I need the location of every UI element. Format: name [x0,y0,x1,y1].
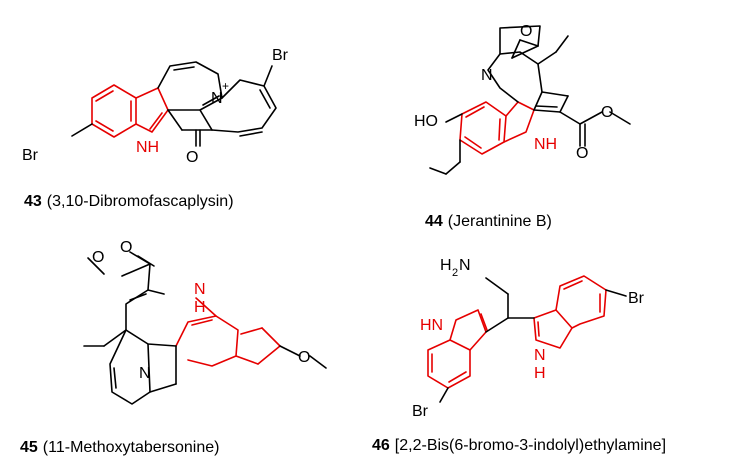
atom-nh-h: H [194,299,206,316]
fascaplysin-core [71,61,277,147]
atom-nh: NH [534,136,557,153]
structure-45: O O N H N O [83,239,327,405]
atom-carbonyl-o: O [120,239,132,256]
atom-h2n-h: H [440,257,452,274]
atom-n: N [481,67,493,84]
indole-ring [175,297,281,367]
atom-br-right: Br [272,47,289,64]
compound-number-43: 43 [24,193,42,210]
caption-43: 43 (3,10-Dibromofascaplysin) [24,193,234,210]
compound-number-46: 46 [372,437,390,454]
atom-nh-right-n: N [534,347,546,364]
indole-benzo-ring [91,84,137,138]
atom-plus-charge: + [222,79,229,93]
atom-br-left: Br [22,147,39,164]
atom-ester-o: O [576,145,588,162]
atom-nh-right-h: H [534,365,546,382]
atom-ester-o2: O [601,104,613,121]
atom-n-plus: N [211,90,223,107]
compound-name-46: [2,2-Bis(6-bromo-3-indolyl)ethylamine] [395,437,666,454]
compound-number-45: 45 [20,439,38,456]
indole-benzo-ring [459,101,535,155]
caption-46: 46 [2,2-Bis(6-bromo-3-indolyl)ethylamine] [372,437,666,454]
atom-br-left: Br [412,403,429,420]
atom-ester-o: O [92,249,104,266]
caption-45: 45 (11-Methoxytabersonine) [20,439,219,456]
aspidosperma-core [429,25,631,175]
compound-name-43: (3,10-Dibromofascaplysin) [47,193,234,210]
left-indole-ring [427,309,488,389]
indole-pyrrole-ring [135,87,169,133]
compound-number-44: 44 [425,213,443,230]
structure-43: Br Br NH N + O [22,47,289,166]
atom-hn-left: HN [420,317,443,334]
atom-nh: NH [136,139,159,156]
compound-name-44: (Jerantinine B) [448,213,552,230]
right-indole-ring [533,275,607,349]
atom-n: N [139,365,151,382]
atom-epoxide-o: O [520,23,532,40]
atom-oxo: O [186,149,198,166]
atom-h2n-subscript: 2 [452,267,458,279]
caption-44: 44 (Jerantinine B) [425,213,552,230]
atom-methoxy-o: O [298,349,310,366]
compound-name-45: (11-Methoxytabersonine) [43,439,220,456]
atom-ho: HO [414,113,438,130]
atom-amine-n: N [459,257,471,274]
ethylamine-linker [439,277,627,403]
tabersonine-core [83,251,327,405]
atom-br-right: Br [628,290,645,307]
structure-46: H 2 N HN Br Br N H [412,257,645,420]
structure-44: HO NH N O O O [414,23,631,175]
atom-nh-n: N [194,281,206,298]
